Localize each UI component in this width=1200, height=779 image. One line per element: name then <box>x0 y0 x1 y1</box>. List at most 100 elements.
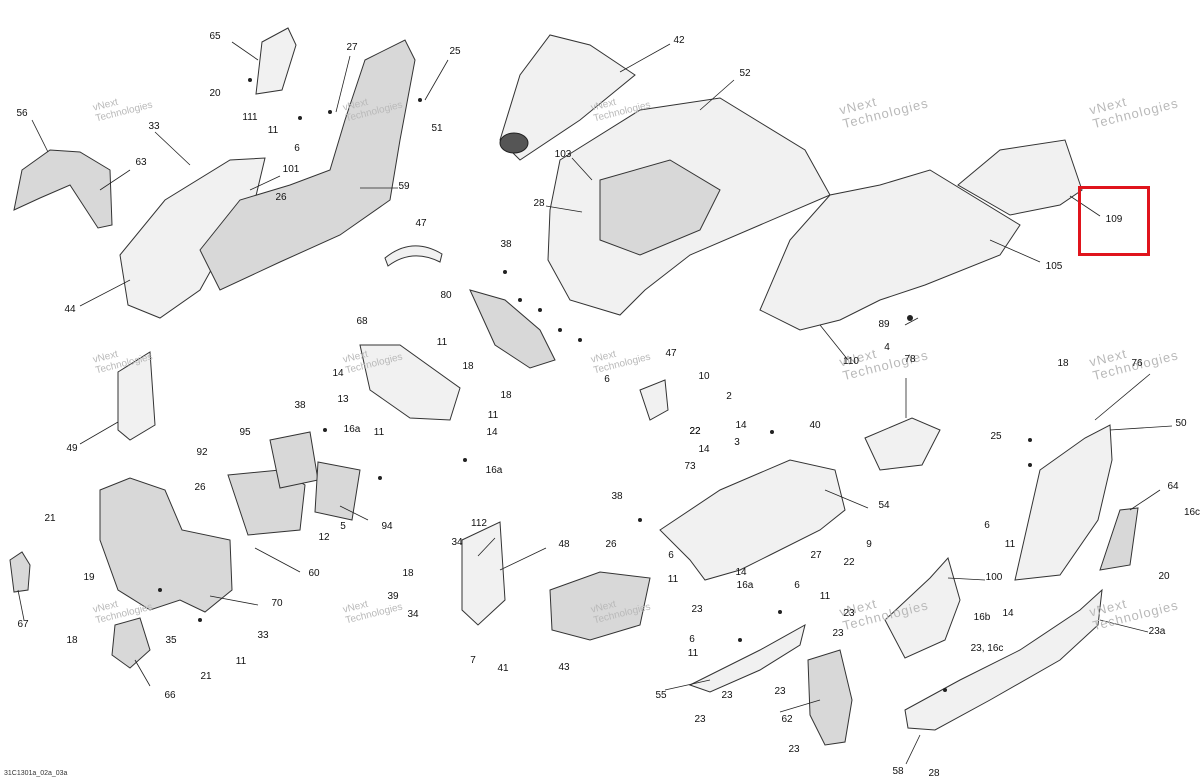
callout-label[interactable]: 58 <box>892 766 904 777</box>
callout-label[interactable]: 95 <box>239 427 251 438</box>
callout-label[interactable]: 23 <box>788 744 800 755</box>
callout-label[interactable]: 111 <box>242 112 258 123</box>
callout-label[interactable]: 38 <box>611 491 623 502</box>
callout-label[interactable]: 66 <box>164 690 176 701</box>
callout-label[interactable]: 44 <box>64 304 76 315</box>
callout-label[interactable]: 5 <box>340 521 346 532</box>
callout-label[interactable]: 89 <box>878 319 890 330</box>
callout-label[interactable]: 34 <box>407 609 419 620</box>
callout-label[interactable]: 39 <box>387 591 399 602</box>
callout-label[interactable]: 14 <box>735 420 747 431</box>
callout-label[interactable]: 23 <box>843 608 855 619</box>
callout-label[interactable]: 23a <box>1148 626 1166 637</box>
callout-label[interactable]: 9 <box>866 539 872 550</box>
callout-label[interactable]: 11 <box>436 337 448 348</box>
callout-label[interactable]: 16c <box>1183 507 1200 518</box>
callout-label[interactable]: 18 <box>462 361 474 372</box>
callout-label[interactable]: 11 <box>687 648 699 659</box>
callout-label[interactable]: 28 <box>533 198 545 209</box>
callout-label[interactable]: 34 <box>451 537 463 548</box>
callout-label[interactable]: 23 <box>691 604 703 615</box>
callout-label[interactable]: 6 <box>604 374 610 385</box>
callout-label[interactable]: 16a <box>485 465 503 476</box>
callout-label[interactable]: 6 <box>668 550 674 561</box>
callout-label[interactable]: 21 <box>44 513 56 524</box>
callout-label[interactable]: 60 <box>308 568 320 579</box>
callout-label[interactable]: 19 <box>83 572 95 583</box>
callout-label[interactable]: 20 <box>1158 571 1170 582</box>
callout-label[interactable]: 25 <box>449 46 461 57</box>
callout-label[interactable]: 78 <box>904 354 916 365</box>
callout-label[interactable]: 70 <box>271 598 283 609</box>
callout-label[interactable]: 6 <box>294 143 300 154</box>
callout-label[interactable]: 11 <box>667 574 679 585</box>
callout-label[interactable]: 4 <box>884 342 890 353</box>
callout-label[interactable]: 14 <box>332 368 344 379</box>
callout-label[interactable]: 18 <box>66 635 78 646</box>
callout-label[interactable]: 56 <box>16 108 28 119</box>
callout-label[interactable]: 20 <box>209 88 221 99</box>
callout-label[interactable]: 55 <box>655 690 667 701</box>
callout-label[interactable]: 6 <box>794 580 800 591</box>
callout-label[interactable]: 40 <box>809 420 821 431</box>
callout-label[interactable]: 59 <box>398 181 410 192</box>
callout-label[interactable]: 14 <box>1002 608 1014 619</box>
callout-label[interactable]: 109 <box>1105 214 1123 225</box>
callout-label[interactable]: 51 <box>431 123 443 134</box>
callout-label[interactable]: 43 <box>558 662 570 673</box>
callout-label[interactable]: 16b <box>973 612 991 623</box>
callout-label[interactable]: 23 <box>694 714 706 725</box>
callout-label[interactable]: 11 <box>373 427 385 438</box>
callout-label[interactable]: 110 <box>843 356 859 367</box>
callout-label[interactable]: 33 <box>257 630 269 641</box>
callout-label[interactable]: 27 <box>346 42 358 53</box>
callout-label[interactable]: 23 <box>832 628 844 639</box>
callout-label[interactable]: 105 <box>1045 261 1063 272</box>
callout-label[interactable]: 11 <box>819 591 831 602</box>
callout-label[interactable]: 10 <box>698 371 710 382</box>
callout-label[interactable]: 18 <box>1057 358 1069 369</box>
callout-label[interactable]: 49 <box>66 443 78 454</box>
callout-label[interactable]: 6 <box>689 634 695 645</box>
callout-label[interactable]: 28 <box>928 768 940 779</box>
callout-label[interactable]: 14 <box>486 427 498 438</box>
callout-label[interactable]: 73 <box>684 461 696 472</box>
callout-label[interactable]: 2 <box>726 391 732 402</box>
callout-label[interactable]: 7 <box>470 655 476 666</box>
callout-label[interactable]: 3 <box>734 437 740 448</box>
callout-label[interactable]: 63 <box>135 157 147 168</box>
callout-label[interactable]: 23 <box>774 686 786 697</box>
callout-label[interactable]: 67 <box>17 619 29 630</box>
callout-label[interactable]: 62 <box>781 714 793 725</box>
callout-label[interactable]: 22 <box>689 426 701 437</box>
callout-label[interactable]: 18 <box>500 390 512 401</box>
callout-label[interactable]: 26 <box>275 192 287 203</box>
callout-label[interactable]: 38 <box>294 400 306 411</box>
callout-label[interactable]: 26 <box>605 539 617 550</box>
callout-label[interactable]: 16a <box>736 580 754 591</box>
callout-label[interactable]: 11 <box>1004 539 1016 550</box>
callout-label[interactable]: 112 <box>471 518 487 529</box>
callout-label[interactable]: 42 <box>673 35 685 46</box>
callout-label[interactable]: 23 <box>721 690 733 701</box>
callout-label[interactable]: 18 <box>402 568 414 579</box>
callout-label[interactable]: 48 <box>558 539 570 550</box>
callout-label[interactable]: 13 <box>337 394 349 405</box>
callout-label[interactable]: 54 <box>878 500 890 511</box>
callout-label[interactable]: 103 <box>554 149 572 160</box>
callout-label[interactable]: 101 <box>282 164 300 175</box>
callout-label[interactable]: 33 <box>148 121 160 132</box>
callout-label[interactable]: 6 <box>984 520 990 531</box>
callout-label[interactable]: 22 <box>689 426 701 437</box>
callout-label[interactable]: 52 <box>739 68 751 79</box>
callout-label[interactable]: 16a <box>343 424 361 435</box>
callout-label[interactable]: 11 <box>267 125 279 136</box>
callout-label[interactable]: 47 <box>415 218 427 229</box>
callout-label[interactable]: 14 <box>735 567 747 578</box>
callout-label[interactable]: 100 <box>985 572 1003 583</box>
callout-label[interactable]: 38 <box>500 239 512 250</box>
callout-label[interactable]: 12 <box>318 532 330 543</box>
callout-label[interactable]: 76 <box>1131 358 1143 369</box>
callout-label[interactable]: 23, 16c <box>970 643 1004 654</box>
callout-label[interactable]: 35 <box>165 635 177 646</box>
